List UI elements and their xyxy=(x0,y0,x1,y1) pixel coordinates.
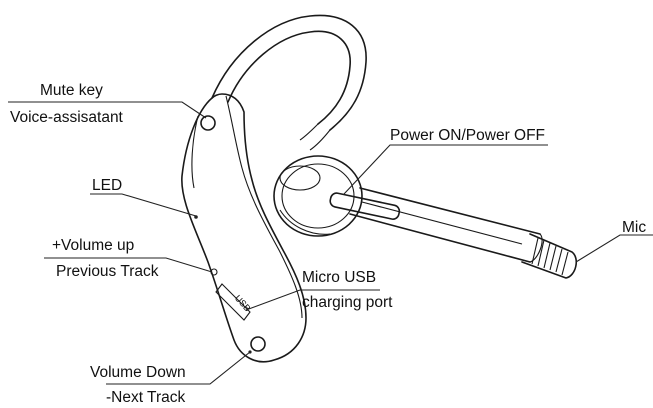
label-voice-assistant: Voice-assisatant xyxy=(10,109,124,126)
volume-down-button[interactable] xyxy=(250,336,266,352)
labels: Mute key Voice-assisatant LED +Volume up… xyxy=(10,82,646,406)
led-leader xyxy=(90,193,197,217)
label-next-track: -Next Track xyxy=(106,389,185,406)
label-volume-down: Volume Down xyxy=(90,364,186,381)
label-volume-up: +Volume up xyxy=(52,237,134,254)
label-previous-track: Previous Track xyxy=(56,263,159,280)
boom-mic-arm xyxy=(349,187,543,263)
power-leader xyxy=(343,144,548,195)
mic-tip xyxy=(521,233,578,279)
headset-body xyxy=(181,93,307,363)
mic-leader xyxy=(575,234,653,263)
volume-up-leader xyxy=(44,257,213,273)
mute-key-button[interactable] xyxy=(200,115,216,131)
label-mute-key: Mute key xyxy=(40,82,103,99)
label-mic: Mic xyxy=(622,219,646,236)
label-power: Power ON/Power OFF xyxy=(390,127,545,144)
label-charging-port: charging port xyxy=(302,294,393,311)
leader-lines xyxy=(8,101,653,385)
label-micro-usb: Micro USB xyxy=(302,269,376,286)
usb-port-engraving: USB xyxy=(233,293,253,313)
micro-usb-leader xyxy=(245,289,380,311)
label-led: LED xyxy=(92,177,122,194)
mute-key-leader xyxy=(8,101,207,119)
volume-down-leader xyxy=(106,351,251,385)
ear-hook xyxy=(211,14,367,151)
power-button[interactable] xyxy=(329,192,401,220)
